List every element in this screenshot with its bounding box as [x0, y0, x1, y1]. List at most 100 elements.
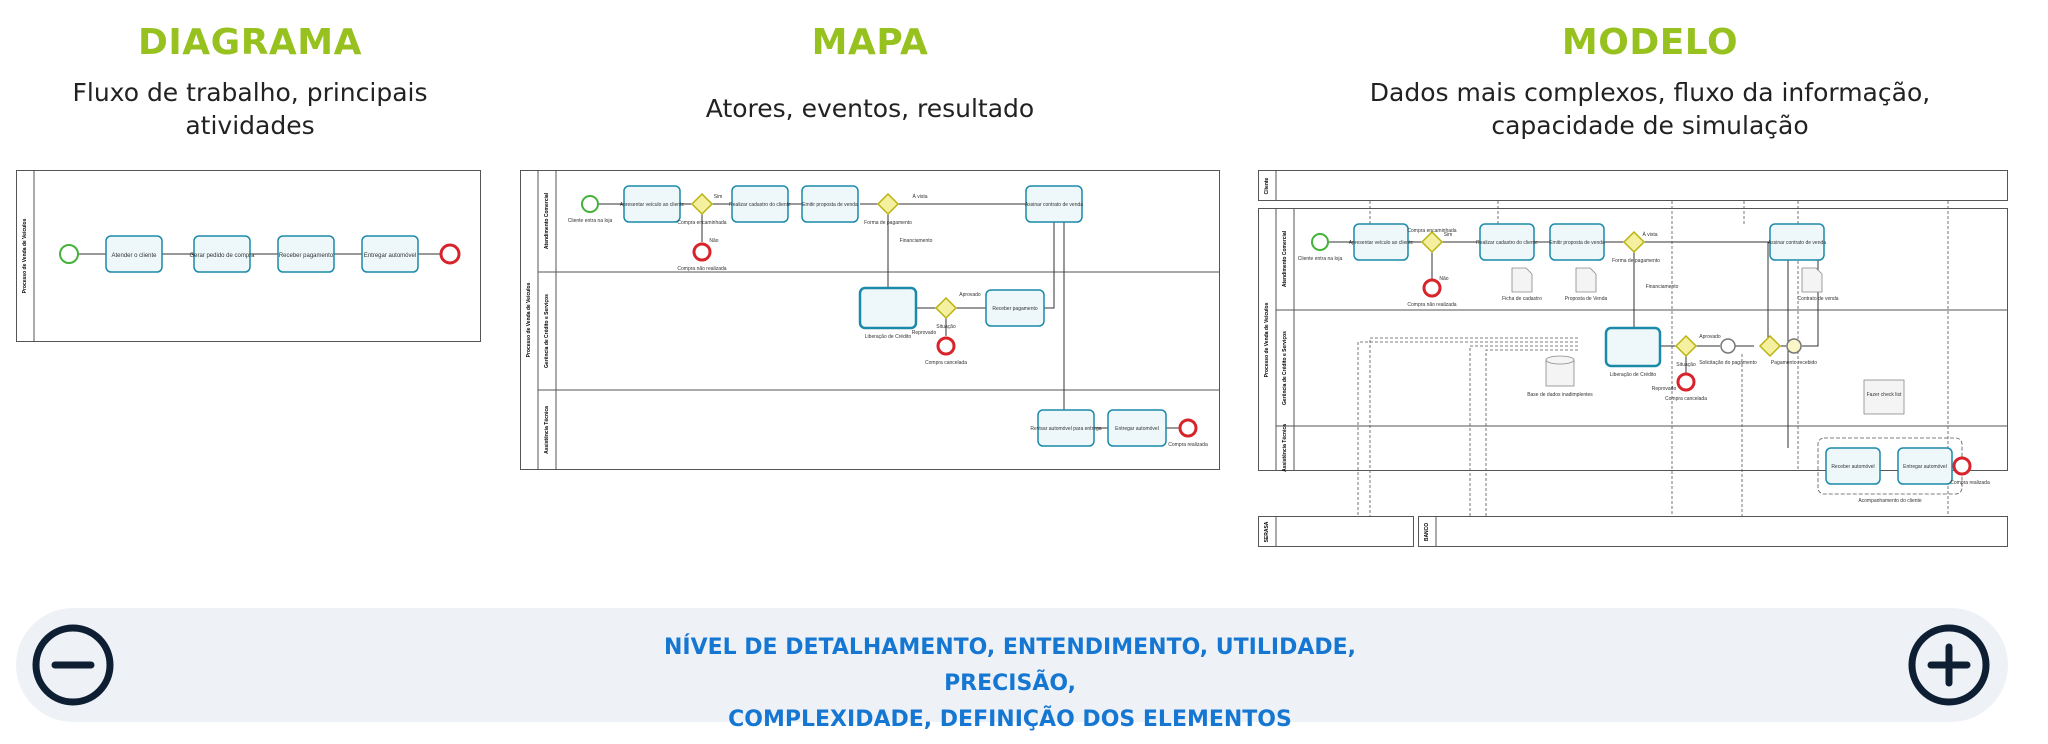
- data-object-label: Contrato de venda: [1797, 296, 1838, 302]
- subtitle-line: atividades: [185, 111, 315, 140]
- pool-label: Cliente: [1264, 177, 1270, 194]
- flow-label: Reprovado: [912, 330, 937, 336]
- event-label: Pagamento recebido: [1771, 360, 1817, 366]
- end-event: [1422, 278, 1442, 298]
- data-object-label: Proposta de Venda: [1565, 296, 1608, 302]
- diagram-modelo: Cliente Processo de Venda de Veículos At…: [1258, 170, 2008, 550]
- lane-label: Gerência de Crédito e Serviços: [544, 294, 550, 368]
- flow-label: À vista: [1642, 231, 1657, 238]
- task: [801, 185, 859, 223]
- flow-label: Aprovado: [959, 292, 981, 298]
- column-subtitle-modelo: Dados mais complexos, fluxo da informaçã…: [1320, 76, 1980, 142]
- detail-level-text: NÍVEL DE DETALHAMENTO, ENTENDIMENTO, UTI…: [600, 630, 1420, 738]
- task-label: Entregar automóvel: [1115, 426, 1159, 432]
- flow-label: Financiamento: [1646, 284, 1679, 290]
- event-label: Cliente entra na loja: [1298, 256, 1343, 262]
- task: [1025, 185, 1083, 223]
- gateway-label: Situação: [1676, 362, 1696, 368]
- column-subtitle-diagrama: Fluxo de trabalho, principais atividades: [40, 76, 460, 142]
- event-label: Compra não realizada: [677, 266, 726, 272]
- end-event: [439, 243, 461, 265]
- event-label: Compra não realizada: [1407, 302, 1456, 308]
- gateway-label: Forma de pagamento: [1612, 258, 1660, 264]
- gateway-label: Situação: [936, 324, 956, 330]
- end-event: [1676, 372, 1696, 392]
- task-label: Liberação de Crédito: [865, 334, 912, 340]
- task-label: Revisar automóvel para entrega: [1030, 426, 1101, 432]
- plus-circle-icon: [1908, 624, 1990, 706]
- task-label: Apresentar veículo ao cliente: [620, 202, 685, 208]
- event-label: Compra realizada: [1168, 442, 1208, 448]
- task-label: Realizar cadastro do cliente: [729, 202, 791, 208]
- gateway: [690, 192, 958, 320]
- flow-label: Não: [709, 238, 718, 244]
- bar-text-line: COMPLEXIDADE, DEFINIÇÃO DOS ELEMENTOS: [728, 707, 1292, 732]
- subtitle-line: Dados mais complexos, fluxo da informaçã…: [1369, 78, 1931, 107]
- gateway: [1420, 230, 1782, 358]
- task-label: Emitir proposta de venda: [802, 202, 858, 208]
- event-label: Compra realizada: [1950, 480, 1990, 486]
- task: [1353, 223, 1409, 261]
- end-event: [1952, 456, 1972, 476]
- task: [1479, 223, 1535, 261]
- task: [623, 185, 681, 223]
- task: [985, 289, 1045, 327]
- data-object: [1511, 267, 1533, 293]
- task-label: Receber automóvel: [1831, 464, 1874, 470]
- end-event: [936, 336, 956, 356]
- diagram-diagrama: Processo de Venda de Veículos Atender o …: [16, 170, 481, 342]
- lane-label: Atendimento Comercial: [544, 192, 550, 249]
- flow-label: Aprovado: [1699, 334, 1721, 340]
- group-label: Acompanhamento do cliente: [1858, 498, 1922, 504]
- task-label: Receber pagamento: [279, 253, 334, 259]
- task-label: Assinar contrato de venda: [1025, 202, 1083, 208]
- task: [1037, 409, 1095, 447]
- task-label: Realizar cadastro do cliente: [1476, 240, 1538, 246]
- pool-label: SERASA: [1264, 521, 1270, 542]
- start-event: [59, 244, 79, 264]
- subtitle-line: Fluxo de trabalho, principais: [72, 78, 428, 107]
- task-label: Gerar pedido de compra: [189, 253, 255, 259]
- data-object-label: Ficha de cadastro: [1502, 296, 1542, 302]
- zoom-out-button[interactable]: [30, 622, 116, 708]
- gateway-label: Compra encaminhada: [1407, 228, 1456, 234]
- end-event: [692, 242, 712, 262]
- pool-label: Processo de Venda de Veículos: [526, 282, 532, 357]
- task: [1825, 447, 1881, 485]
- task-label: Atender o cliente: [111, 253, 157, 259]
- task-label: Emitir proposta de venda: [1549, 240, 1605, 246]
- detail-level-bar: [16, 608, 2008, 722]
- task: [1549, 223, 1605, 261]
- gateway-label: Forma de pagamento: [864, 220, 912, 226]
- data-store: [1545, 355, 1575, 387]
- task: [1769, 223, 1825, 261]
- event-label: Solicitação do pagamento: [1699, 360, 1757, 366]
- task-label: Receber pagamento: [992, 306, 1038, 312]
- diagram-mapa: Processo de Venda de Veículos Atendiment…: [520, 170, 1220, 470]
- task-label: Entregar automóvel: [1903, 464, 1947, 470]
- event-label: Cliente entra na loja: [568, 218, 613, 224]
- subtitle-line: capacidade de simulação: [1491, 111, 1809, 140]
- intermediate-event: [1720, 338, 1736, 354]
- intermediate-event: [1786, 338, 1802, 354]
- event-label: Compra cancelada: [1665, 396, 1707, 402]
- column-title-modelo: MODELO: [1561, 22, 1739, 63]
- flow-label: Financiamento: [900, 238, 933, 244]
- flow-label: Sim: [714, 194, 723, 200]
- task: [858, 286, 918, 330]
- column-subtitle-mapa: Atores, eventos, resultado: [620, 92, 1120, 125]
- data-object: [1575, 267, 1597, 293]
- lane-label: Gerência de Crédito e Serviços: [1282, 331, 1288, 405]
- minus-circle-icon: [32, 624, 114, 706]
- task-label: Apresentar veículo ao cliente: [1349, 240, 1414, 246]
- zoom-in-button[interactable]: [1906, 622, 1992, 708]
- subtitle-line: Atores, eventos, resultado: [705, 94, 1035, 123]
- task-label: Assinar contrato de venda: [1768, 240, 1826, 246]
- task: [105, 235, 419, 273]
- column-title-mapa: MAPA: [811, 22, 929, 63]
- task-label: Entregar automóvel: [364, 253, 416, 259]
- lane-label: Assistência Técnica: [544, 406, 550, 454]
- end-event: [1178, 418, 1198, 438]
- data-object: [1801, 267, 1823, 293]
- task: [1604, 326, 1662, 368]
